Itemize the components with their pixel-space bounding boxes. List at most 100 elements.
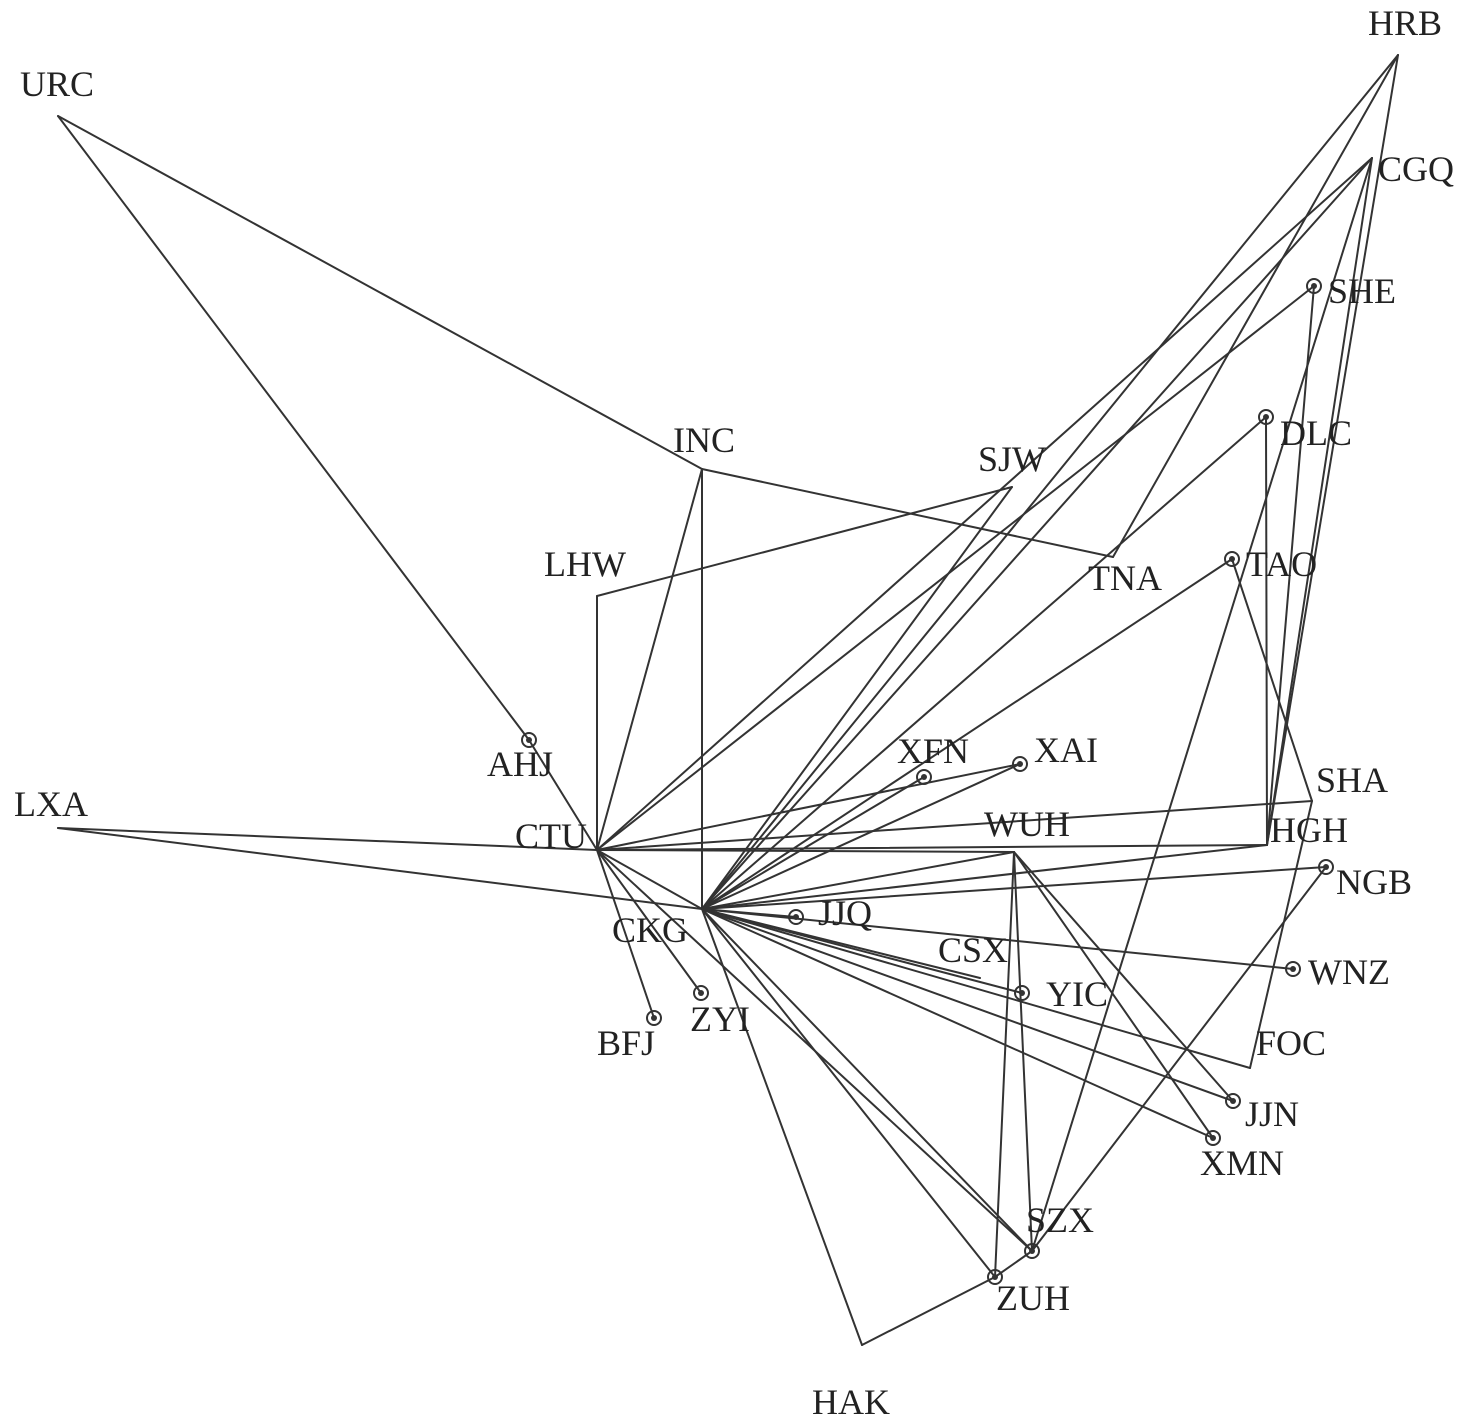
- node-hak: HAK: [812, 1382, 890, 1422]
- node-urc: URC: [20, 64, 94, 104]
- node-label-yic: YIC: [1046, 974, 1108, 1014]
- edge-cgq-ckg: [701, 157, 1373, 910]
- edge-ckg-hak: [701, 908, 863, 1346]
- node-szx: SZX: [1024, 1200, 1094, 1259]
- edge-ngb-ckg: [701, 866, 1327, 910]
- edge-hrb-hgh: [1266, 54, 1399, 846]
- node-marker-center-yic: [1019, 990, 1025, 996]
- node-lhw: LHW: [544, 544, 626, 584]
- node-marker-center-tao: [1229, 556, 1235, 562]
- node-marker-wnz: [1285, 961, 1301, 977]
- edge-ckg-xmn: [701, 908, 1214, 1139]
- node-ctu: CTU: [515, 816, 587, 856]
- node-marker-center-xfn: [921, 774, 927, 780]
- edge-ckg-szx: [701, 908, 1033, 1252]
- edge-dlc-ckg: [701, 416, 1267, 910]
- node-marker-xai: [1012, 756, 1028, 772]
- edge-tao-sha: [1231, 558, 1313, 802]
- edge-ckg-yic: [701, 908, 1023, 994]
- node-wuh: WUH: [984, 804, 1070, 844]
- node-label-ctu: CTU: [515, 816, 587, 856]
- node-marker-center-dlc: [1263, 414, 1269, 420]
- node-hrb: HRB: [1368, 3, 1442, 43]
- node-label-sha: SHA: [1316, 760, 1388, 800]
- node-marker-center-bfj: [651, 1015, 657, 1021]
- node-label-dlc: DLC: [1280, 413, 1352, 453]
- node-hgh: HGH: [1270, 810, 1348, 850]
- node-dlc: DLC: [1258, 409, 1352, 453]
- node-sjw: SJW: [978, 439, 1046, 479]
- node-marker-dlc: [1258, 409, 1274, 425]
- node-label-jjq: JJQ: [818, 893, 872, 933]
- node-ahj: AHJ: [487, 732, 553, 784]
- node-jjn: JJN: [1225, 1093, 1299, 1134]
- edge-zuh-hak: [861, 1276, 996, 1346]
- node-label-lhw: LHW: [544, 544, 626, 584]
- node-label-tao: TAO: [1246, 544, 1317, 584]
- node-label-bfj: BFJ: [597, 1023, 655, 1063]
- node-xai: XAI: [1012, 730, 1098, 772]
- edge-she-hgh: [1266, 285, 1315, 846]
- edges-layer: [57, 54, 1399, 1346]
- edge-xai-ckg: [701, 763, 1021, 910]
- node-label-ckg: CKG: [612, 910, 688, 950]
- node-lxa: LXA: [14, 784, 88, 824]
- node-zuh: ZUH: [987, 1269, 1070, 1318]
- edge-inc-tna: [701, 468, 1114, 558]
- node-label-xfn: XFN: [897, 731, 969, 771]
- node-sha: SHA: [1316, 760, 1388, 800]
- node-marker-ahj: [521, 732, 537, 748]
- edge-lhw-sjw: [596, 486, 1013, 597]
- node-she: SHE: [1306, 271, 1396, 311]
- node-label-hgh: HGH: [1270, 810, 1348, 850]
- node-marker-ngb: [1318, 859, 1334, 875]
- edge-inc-ctu: [596, 468, 703, 851]
- node-label-hrb: HRB: [1368, 3, 1442, 43]
- node-xmn: XMN: [1200, 1130, 1284, 1183]
- node-marker-center-zuh: [992, 1274, 998, 1280]
- node-label-inc: INC: [673, 420, 735, 460]
- edge-sha-foc: [1249, 800, 1313, 1069]
- edge-ckg-foc: [701, 908, 1251, 1069]
- node-marker-zuh: [987, 1269, 1003, 1285]
- edge-urc-inc: [57, 115, 703, 470]
- node-label-xmn: XMN: [1200, 1143, 1284, 1183]
- edge-wuh-jjn: [1013, 851, 1234, 1102]
- edge-urc-ahj: [57, 115, 530, 741]
- node-label-szx: SZX: [1026, 1200, 1094, 1240]
- edge-wuh-ckg: [701, 851, 1015, 910]
- node-marker-center-she: [1311, 283, 1317, 289]
- edge-sjw-ckg: [701, 486, 1013, 910]
- edge-ckg-zuh: [701, 908, 996, 1278]
- node-label-wnz: WNZ: [1308, 952, 1390, 992]
- node-label-xai: XAI: [1034, 730, 1098, 770]
- edge-lxa-ckg: [57, 827, 703, 910]
- node-label-foc: FOC: [1256, 1023, 1326, 1063]
- node-label-ahj: AHJ: [487, 744, 553, 784]
- node-label-ngb: NGB: [1336, 862, 1412, 902]
- edge-hrb-tna: [1112, 54, 1399, 558]
- node-label-urc: URC: [20, 64, 94, 104]
- node-marker-xmn: [1205, 1130, 1221, 1146]
- edge-cgq-szx: [1031, 157, 1373, 1252]
- edge-ahj-ctu: [528, 739, 598, 851]
- node-marker-xfn: [916, 769, 932, 785]
- edge-wuh-zuh: [994, 851, 1015, 1278]
- edge-ctu-hgh: [596, 844, 1268, 851]
- edge-cgq-hgh: [1266, 157, 1373, 846]
- node-label-hak: HAK: [812, 1382, 890, 1422]
- node-marker-center-szx: [1029, 1248, 1035, 1254]
- node-xfn: XFN: [897, 731, 969, 785]
- node-label-jjn: JJN: [1245, 1094, 1299, 1134]
- edge-ctu-xai: [596, 763, 1021, 851]
- edge-she-ctu: [596, 285, 1315, 851]
- node-ckg: CKG: [612, 910, 688, 950]
- edge-ctu-sha: [596, 800, 1313, 851]
- edge-ctu-zyi: [596, 849, 702, 994]
- edge-wuh-xmn: [1013, 851, 1214, 1139]
- node-yic: YIC: [1014, 974, 1108, 1014]
- edge-ckg-jjn: [701, 908, 1234, 1102]
- node-marker-yic: [1014, 985, 1030, 1001]
- node-marker-zyi: [693, 985, 709, 1001]
